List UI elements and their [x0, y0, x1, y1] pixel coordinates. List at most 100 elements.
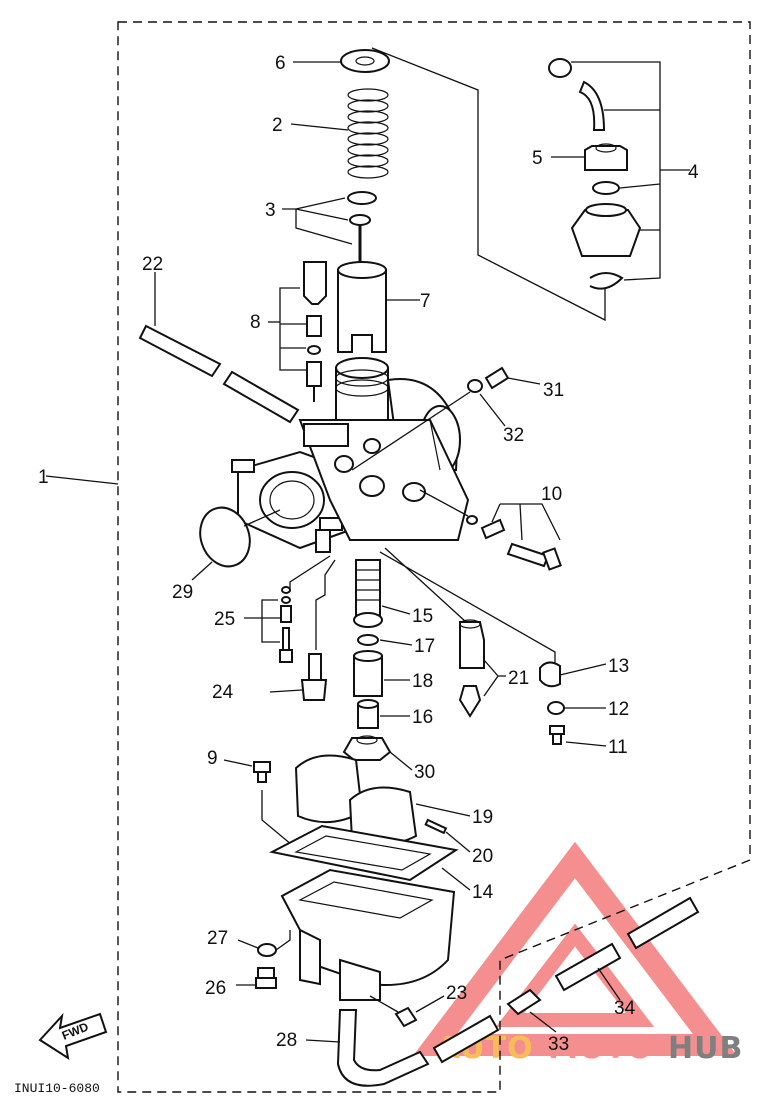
guide-25 — [289, 555, 331, 592]
callout-10: 10 — [541, 484, 562, 505]
part-4-cap-assembly — [548, 58, 642, 290]
part-17-o-ring — [357, 634, 379, 646]
guide-10-body — [419, 489, 469, 517]
part-23-screw — [394, 1006, 418, 1028]
callout-31: 31 — [543, 380, 564, 401]
leader-32 — [479, 393, 506, 427]
leader-1 — [45, 475, 119, 485]
callout-23: 23 — [446, 983, 467, 1004]
callout-21: 21 — [508, 668, 529, 689]
leader-34 — [597, 967, 621, 1001]
watermark-text-moto: MOTO — [548, 1031, 653, 1066]
part-27-washer — [257, 943, 277, 957]
watermark-text-hub: HUB — [668, 1031, 743, 1066]
part-8-pilot-air-screw — [303, 261, 327, 402]
part-5-rubber-cap — [584, 143, 628, 171]
leader-30 — [389, 751, 413, 771]
part-26-drain-screw — [255, 967, 277, 989]
leader-17 — [379, 639, 413, 646]
callout-3: 3 — [265, 200, 276, 221]
leader-23 — [415, 995, 445, 1013]
part-20-float-pin — [424, 818, 448, 835]
part-7-throttle-slide — [337, 261, 387, 353]
callout-24: 24 — [212, 682, 234, 703]
callout-22: 22 — [142, 254, 163, 275]
callout-20: 20 — [472, 846, 493, 867]
callout-11: 11 — [608, 737, 628, 758]
guide-21 — [384, 547, 467, 623]
callout-28: 28 — [276, 1030, 297, 1051]
callout-25: 25 — [214, 609, 235, 630]
callout-6: 6 — [275, 53, 286, 74]
part-32-washer — [467, 379, 483, 393]
callout-29: 29 — [172, 582, 193, 603]
part-15-needle-jet — [353, 559, 383, 628]
leader-8 — [279, 287, 306, 371]
part-33-hose-fitting — [506, 988, 542, 1016]
part-28-drain-hose — [336, 1009, 430, 1087]
part-29-o-ring — [199, 506, 251, 568]
part-14-float-chamber-gasket — [269, 824, 459, 882]
part-31-screw — [484, 366, 510, 390]
callout-32: 32 — [503, 425, 524, 446]
part-25-screw-set — [279, 586, 293, 663]
part-10-throttle-stop-screw — [466, 515, 562, 571]
guide-23 — [369, 995, 399, 1013]
callout-27: 27 — [207, 928, 228, 949]
part-30-baffle — [342, 735, 392, 761]
guide-29-flange — [243, 509, 281, 527]
part-9-screw — [253, 761, 271, 783]
leader-9 — [223, 759, 253, 767]
part-34-overflow-pipe — [432, 896, 700, 1064]
leader-20 — [445, 831, 471, 853]
callout-15: 15 — [412, 606, 433, 627]
part-13-float-pin — [539, 661, 561, 688]
leader-3 — [282, 197, 353, 245]
callout-26: 26 — [205, 978, 226, 999]
part-11-screw — [549, 725, 565, 745]
part-6-seal — [340, 49, 390, 73]
guide-31-body — [351, 391, 471, 471]
leader-19 — [415, 803, 471, 817]
part-24-starter-plunger — [300, 653, 328, 701]
watermark-triangle-inner — [495, 923, 655, 1027]
part-21-float-needle-valve — [458, 619, 485, 718]
leader-10 — [491, 503, 561, 541]
guide-27 — [275, 930, 291, 951]
part-22-vent-hose — [138, 324, 300, 424]
leader-29 — [191, 561, 213, 581]
assembly-boundary — [117, 21, 751, 1093]
callout-14: 14 — [472, 882, 494, 903]
part-3-needle-clip — [347, 191, 377, 262]
float-chamber — [280, 868, 456, 1001]
callout-17: 17 — [414, 636, 435, 657]
fwd-direction-arrow: FWD — [38, 1012, 108, 1061]
part-12-washer — [547, 701, 565, 715]
callout-2: 2 — [272, 115, 283, 136]
leader-2 — [290, 123, 349, 131]
callout-13: 13 — [608, 656, 629, 677]
callout-33: 33 — [548, 1034, 569, 1055]
leader-13 — [559, 663, 607, 676]
leader-27 — [237, 939, 259, 949]
leader-33 — [529, 1011, 557, 1033]
part-18-needle-jet-holder — [353, 650, 383, 697]
part-16-main-jet — [357, 699, 379, 729]
leader-15 — [381, 605, 411, 615]
callout-19: 19 — [472, 807, 493, 828]
part-19-float — [294, 754, 418, 847]
leader-31 — [507, 377, 541, 385]
callout-18: 18 — [412, 671, 433, 692]
leader-11 — [565, 741, 607, 747]
watermark-triangle-outer — [412, 841, 738, 1056]
callout-12: 12 — [608, 699, 629, 720]
callout-labels: 1 2 3 4 5 6 7 8 9 10 11 12 13 14 15 16 1… — [38, 53, 699, 1055]
diagram-code: INUI10-6080 — [14, 1081, 100, 1096]
leader-21 — [483, 659, 506, 697]
callout-34: 34 — [614, 998, 636, 1019]
callout-16: 16 — [412, 707, 433, 728]
callout-30: 30 — [414, 762, 435, 783]
callout-8: 8 — [250, 312, 261, 333]
leader-14 — [441, 867, 471, 891]
